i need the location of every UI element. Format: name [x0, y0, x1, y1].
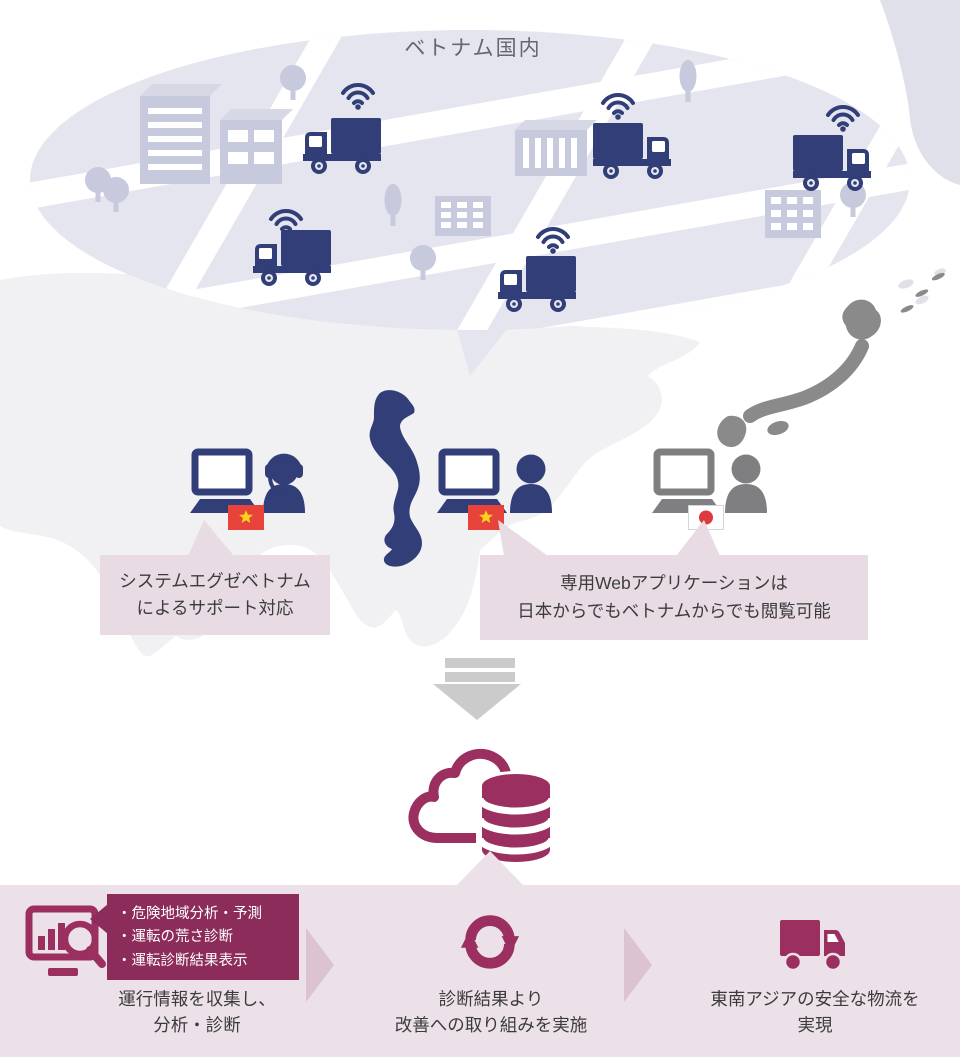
cloud-database-icon [408, 748, 556, 864]
step1-label-line1: 運行情報を収集し、 [118, 989, 276, 1009]
small-islands [898, 268, 946, 305]
band-notch [456, 851, 524, 886]
step3-label: 東南アジアの安全な物流を 実現 [664, 986, 960, 1038]
step2-label: 診断結果より 改善への取り組みを実施 [340, 986, 642, 1038]
callout-item: ・運転診断結果表示 [117, 952, 248, 969]
callout-box: ・危険地域分析・予測 ・運転の荒さ診断 ・運転診断結果表示 [107, 894, 299, 980]
building-icon [435, 196, 491, 236]
step1-label-line2: 分析・診断 [153, 1015, 241, 1035]
down-arrow-icon [445, 672, 515, 682]
speech-bubble-support: システムエグゼベトナム によるサポート対応 [100, 555, 330, 635]
down-arrow-icon [433, 684, 521, 720]
bubble-webapp-line2: 日本からでもベトナムからでも閲覧可能 [517, 600, 831, 621]
step3-label-line2: 実現 [797, 1015, 833, 1035]
bubble-tail [188, 520, 234, 556]
region-title: ベトナム国内 [404, 37, 542, 60]
cycle-icon [460, 915, 520, 969]
bubble-support-line1: システムエグゼベトナム [119, 570, 311, 591]
callout-item: ・危険地域分析・予測 [117, 906, 262, 922]
building-icon [515, 120, 597, 176]
speech-bubble-webapp: 専用Webアプリケーションは 日本からでもベトナムからでも閲覧可能 [480, 555, 868, 640]
analysis-monitor-icon [25, 905, 106, 976]
corner-landmass [880, 0, 960, 185]
step2-label-line1: 診断結果より [438, 989, 544, 1009]
japan-user-icon [652, 448, 767, 513]
bubble-support-line2: によるサポート対応 [136, 598, 294, 618]
building-icon [765, 190, 821, 238]
building-icon [140, 84, 222, 184]
vietnam-flag [228, 505, 264, 530]
bubble-tail [676, 520, 720, 556]
step3-label-line1: 東南アジアの安全な物流を [710, 989, 920, 1009]
city-ellipse-scene [30, 30, 910, 376]
vietnam-flag [468, 505, 504, 530]
vietnam-map [369, 390, 422, 567]
bubble-webapp-line1: 専用Webアプリケーションは [560, 573, 788, 594]
down-arrow-icon [445, 658, 515, 668]
building-icon [220, 109, 293, 184]
callout-tail [90, 904, 108, 934]
delivery-truck-icon [780, 920, 845, 972]
bubble-tail [498, 520, 548, 556]
chevron-right-icon [624, 928, 652, 1002]
chevron-right-icon [306, 928, 334, 1002]
step1-label: 運行情報を収集し、 分析・診断 [40, 986, 354, 1038]
japan-map [717, 272, 945, 448]
callout-item: ・運転の荒さ診断 [117, 929, 233, 946]
step2-label-line2: 改善への取り組みを実施 [394, 1015, 588, 1035]
